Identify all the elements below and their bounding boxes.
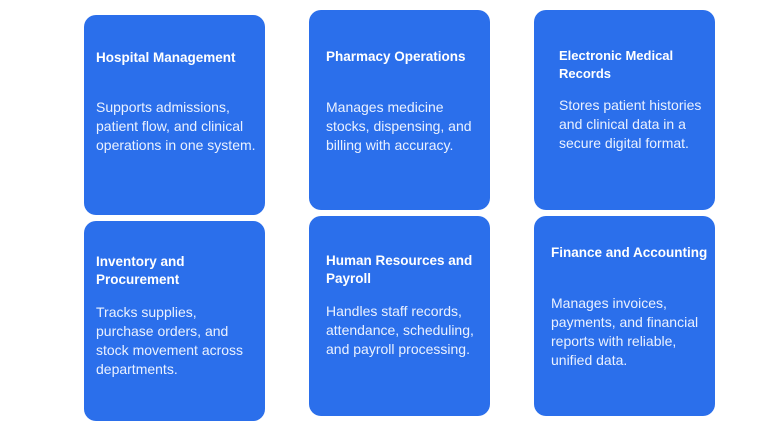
- card-title: Hospital Management: [96, 50, 236, 65]
- card-title: Electronic Medical Records: [559, 48, 674, 81]
- card-hospital-management: Hospital Management Supports admissions,…: [84, 15, 265, 215]
- card-title: Inventory and Procurement: [96, 254, 185, 287]
- card-electronic-medical-records: Electronic Medical Records Stores patien…: [534, 10, 715, 210]
- card-description: Manages medicine stocks, dispensing, and…: [326, 99, 472, 153]
- card-title: Human Resources and Payroll: [326, 253, 473, 286]
- card-description: Handles staff records, attendance, sched…: [326, 303, 474, 357]
- card-description: Tracks supplies, purchase orders, and st…: [96, 304, 244, 377]
- card-pharmacy-operations: Pharmacy Operations Manages medicine sto…: [309, 10, 490, 210]
- card-human-resources-payroll: Human Resources and Payroll Handles staf…: [309, 216, 490, 416]
- card-inventory-procurement: Inventory and Procurement Tracks supplie…: [84, 221, 265, 421]
- card-title: Finance and Accounting: [551, 245, 708, 260]
- card-finance-accounting: Finance and Accounting Manages invoices,…: [534, 216, 715, 416]
- card-description: Supports admissions, patient flow, and c…: [96, 99, 256, 153]
- card-description: Manages invoices, payments, and financia…: [551, 295, 699, 368]
- card-title: Pharmacy Operations: [326, 49, 466, 64]
- card-description: Stores patient histories and clinical da…: [559, 97, 702, 151]
